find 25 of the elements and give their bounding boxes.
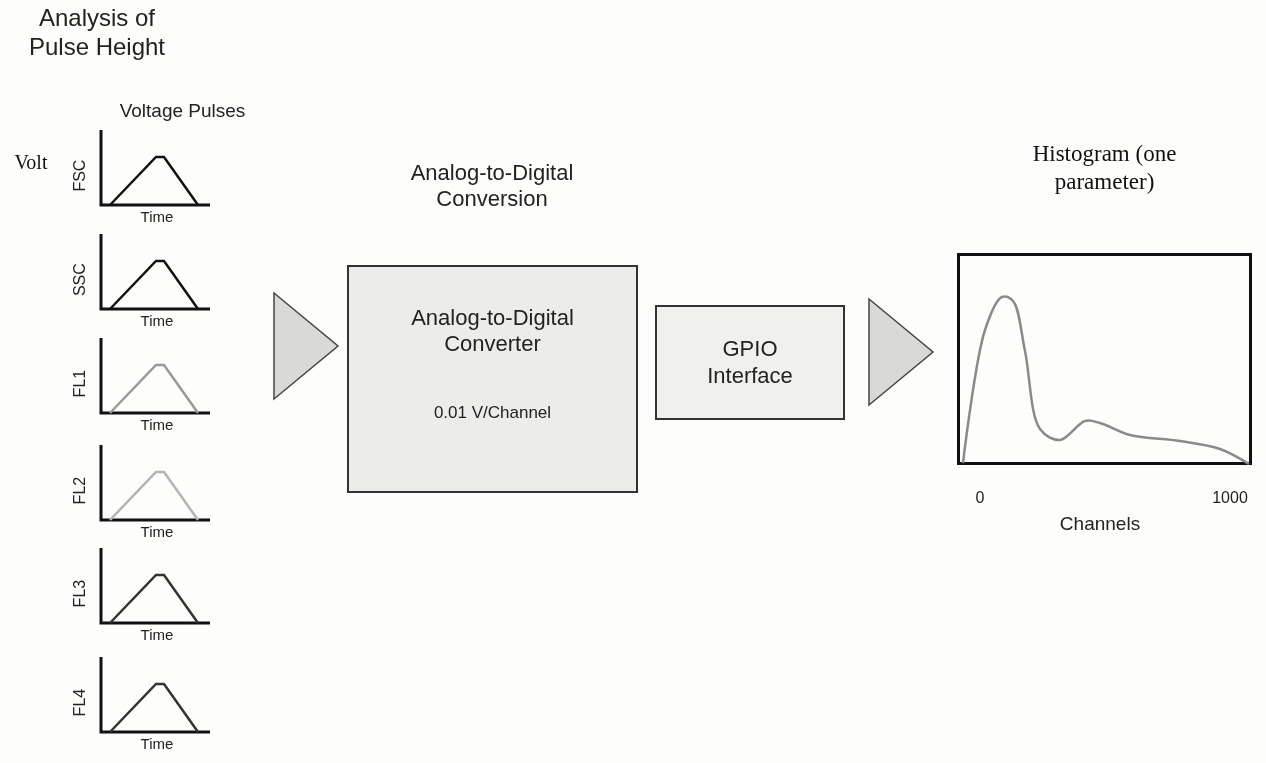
chart-heading: Histogram (one parameter)	[1031, 140, 1178, 196]
axis-label: FL2	[70, 475, 90, 507]
axis-label: Time	[139, 735, 175, 753]
box-title: Analog-to-Digital Converter	[410, 305, 575, 358]
axis-label: Channels	[1058, 513, 1142, 536]
column-heading: Voltage Pulses	[118, 100, 247, 123]
axis-label: FSC	[70, 158, 90, 194]
axis-label: SSC	[70, 262, 90, 299]
axis-label: Time	[139, 416, 175, 434]
axis-label: Time	[139, 626, 175, 644]
axis-label: Time	[139, 523, 175, 541]
arrow	[868, 297, 935, 407]
axis-tick-label: 0	[974, 488, 986, 508]
axis-label: FL4	[70, 687, 90, 719]
interface-box: GPIO Interface	[655, 305, 845, 420]
axis-label: FL1	[70, 368, 90, 400]
axis-label: Time	[139, 208, 175, 226]
axis-tick-label: 1000	[1211, 488, 1249, 508]
section-heading: Analog-to-Digital Conversion	[409, 160, 575, 213]
arrow	[273, 291, 340, 401]
axis-label: FL3	[70, 578, 90, 610]
diagram-heading: Analysis of Pulse Height	[27, 4, 167, 62]
axis-label: Volt	[13, 150, 49, 174]
axis-label: Time	[139, 312, 175, 330]
box-note: 0.01 V/Channel	[432, 403, 553, 424]
